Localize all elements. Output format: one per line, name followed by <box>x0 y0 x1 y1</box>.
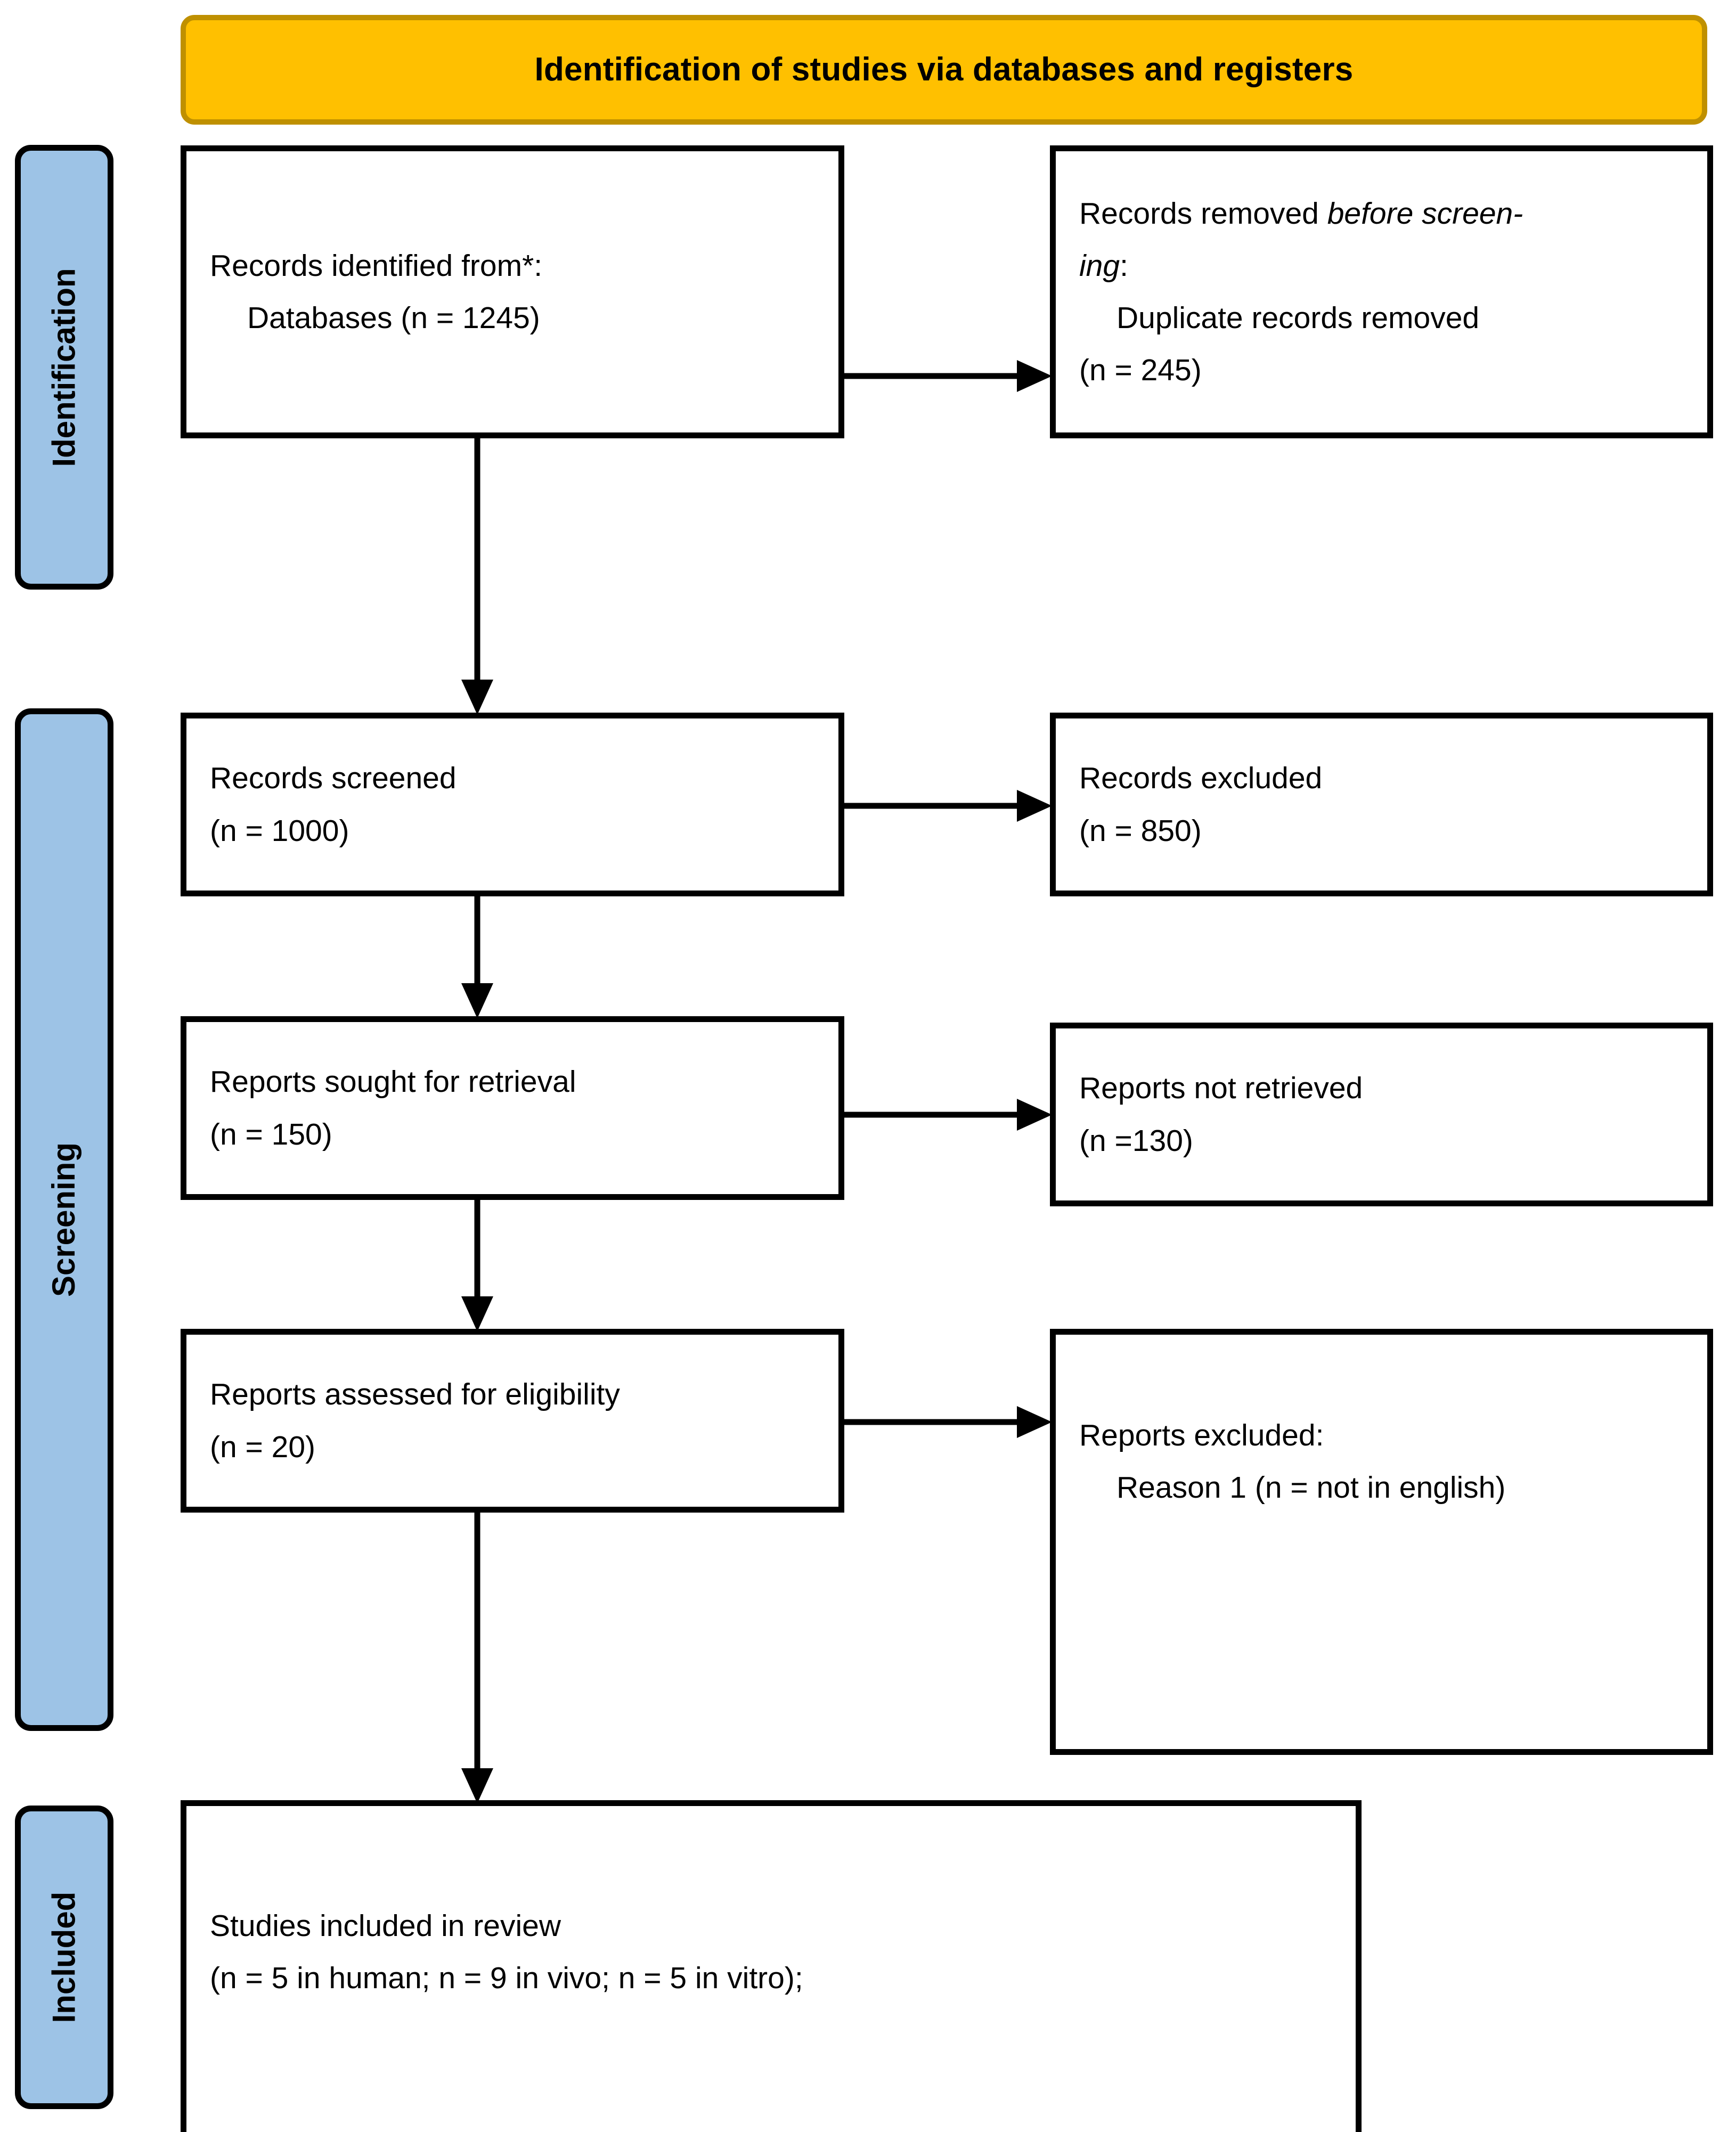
arrow-screened-to-excluded <box>843 786 1052 826</box>
box-records-identified: Records identified from*: Databases (n =… <box>181 145 844 438</box>
box-reports-not-retrieved: Reports not retrieved (n =130) <box>1050 1023 1713 1206</box>
records-removed-line-1-italic: before screen- <box>1327 196 1523 231</box>
records-removed-line-2-plain: : <box>1120 248 1128 283</box>
box-reports-assessed-for-eligibility: Reports assessed for eligibility (n = 20… <box>181 1329 844 1513</box>
stage-label-included-text: Included <box>46 1891 82 2023</box>
records-removed-line-3: Duplicate records removed <box>1116 301 1480 335</box>
box-studies-included-in-review: Studies included in review (n = 5 in hum… <box>181 1800 1362 2132</box>
reports-assessed-line-1: Reports assessed for eligibility <box>210 1377 620 1412</box>
reports-excluded-line-1: Reports excluded: <box>1079 1418 1324 1452</box>
studies-included-line-2: (n = 5 in human; n = 9 in vivo; n = 5 in… <box>210 1961 803 1995</box>
box-records-removed-before-screening: Records removed before screen- ing: Dupl… <box>1050 145 1713 438</box>
records-removed-line-4: (n = 245) <box>1079 353 1202 388</box>
records-identified-line-2: Databases (n = 1245) <box>247 301 540 335</box>
arrow-identified-to-removed <box>843 356 1052 396</box>
records-removed-line-2: ing: <box>1079 240 1684 292</box>
stage-label-included: Included <box>15 1806 113 2109</box>
arrow-screened-to-sought <box>457 895 498 1018</box>
records-excluded-line-1: Records excluded <box>1079 761 1323 796</box>
records-removed-line-1: Records removed before screen- <box>1079 187 1684 240</box>
records-removed-line-2-italic: ing <box>1079 248 1120 283</box>
box-reports-sought-for-retrieval: Reports sought for retrieval (n = 150) <box>181 1016 844 1200</box>
reports-not-retrieved-line-2: (n =130) <box>1079 1123 1193 1158</box>
arrow-identified-to-screened <box>457 437 498 715</box>
box-reports-excluded: Reports excluded: Reason 1 (n = not in e… <box>1050 1329 1713 1755</box>
diagram-header-banner: Identification of studies via databases … <box>181 15 1707 125</box>
records-excluded-line-2: (n = 850) <box>1079 813 1202 848</box>
reports-excluded-line-2: Reason 1 (n = not in english) <box>1116 1471 1506 1505</box>
arrow-sought-to-not-retrieved <box>843 1094 1052 1135</box>
arrow-assessed-to-reports-excluded <box>843 1402 1052 1442</box>
diagram-header-title: Identification of studies via databases … <box>534 51 1354 88</box>
reports-assessed-line-2: (n = 20) <box>210 1429 316 1464</box>
reports-not-retrieved-line-1: Reports not retrieved <box>1079 1071 1363 1106</box>
box-records-excluded: Records excluded (n = 850) <box>1050 713 1713 896</box>
arrow-sought-to-assessed <box>457 1198 498 1332</box>
records-screened-line-1: Records screened <box>210 761 457 796</box>
box-records-screened: Records screened (n = 1000) <box>181 713 844 896</box>
stage-label-screening: Screening <box>15 708 113 1731</box>
stage-label-identification: Identification <box>15 145 113 590</box>
reports-sought-line-2: (n = 150) <box>210 1117 332 1151</box>
arrow-assessed-to-included <box>457 1512 498 1803</box>
stage-label-screening-text: Screening <box>46 1142 82 1297</box>
reports-sought-line-1: Reports sought for retrieval <box>210 1065 576 1099</box>
stage-label-identification-text: Identification <box>46 267 82 467</box>
records-identified-line-1: Records identified from*: <box>210 248 543 283</box>
studies-included-line-1: Studies included in review <box>210 1908 561 1943</box>
records-screened-line-2: (n = 1000) <box>210 813 349 848</box>
records-removed-line-1-plain: Records removed <box>1079 196 1327 231</box>
